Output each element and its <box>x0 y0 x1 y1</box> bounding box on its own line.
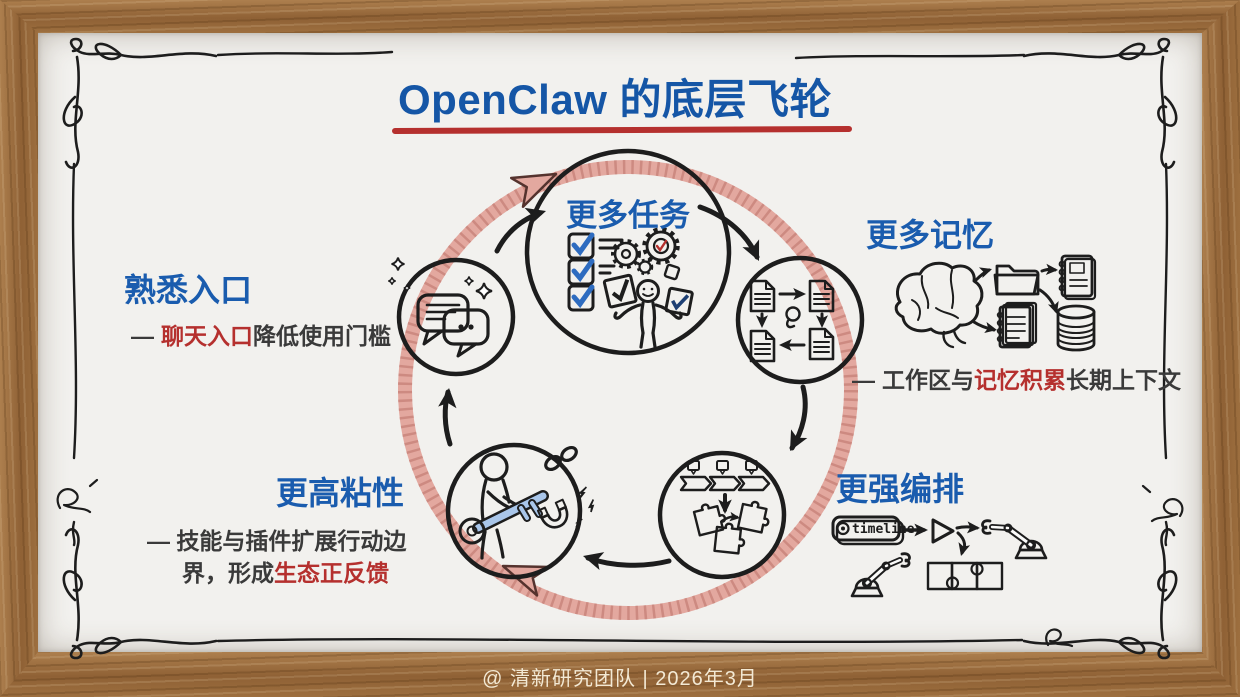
section-note-stickiness-line1: — 技能与插件扩展行动边 <box>147 528 407 554</box>
note-highlight: 生态正反馈 <box>274 560 389 586</box>
station-label-tasks: 更多任务 <box>566 198 690 233</box>
note-text: 工作区与 <box>882 367 974 393</box>
frame-top <box>0 0 1240 33</box>
note-text: 长期上下文 <box>1066 367 1181 393</box>
section-heading-memory: 更多记忆 <box>866 217 995 253</box>
frame-left <box>0 0 38 697</box>
section-heading-stickiness: 更高粘性 <box>276 475 405 511</box>
note-dash: — <box>852 367 875 393</box>
timeline-chip-label: timeline <box>852 522 915 537</box>
frame-right <box>1202 0 1240 697</box>
section-note-entry: — 聊天入口降低使用门槛 <box>131 317 391 351</box>
note-text: 降低使用门槛 <box>253 323 391 349</box>
note-highlight: 聊天入口 <box>161 323 253 349</box>
page-title: OpenClaw 的底层飞轮 <box>398 76 833 123</box>
credit-footer: @ 清新研究团队 | 2026年3月 <box>482 668 758 690</box>
frame-bottom <box>0 652 1240 697</box>
note-dash: — <box>131 323 154 349</box>
section-note-memory: — 工作区与记忆积累长期上下文 <box>852 361 1181 395</box>
section-heading-entry: 熟悉入口 <box>124 272 253 308</box>
section-note-stickiness-line2: 界，形成生态正反馈 <box>182 554 389 588</box>
note-text: 界，形成 <box>182 560 274 586</box>
note-highlight: 记忆积累 <box>974 367 1066 393</box>
section-heading-orchestration: 更强编排 <box>836 471 965 507</box>
